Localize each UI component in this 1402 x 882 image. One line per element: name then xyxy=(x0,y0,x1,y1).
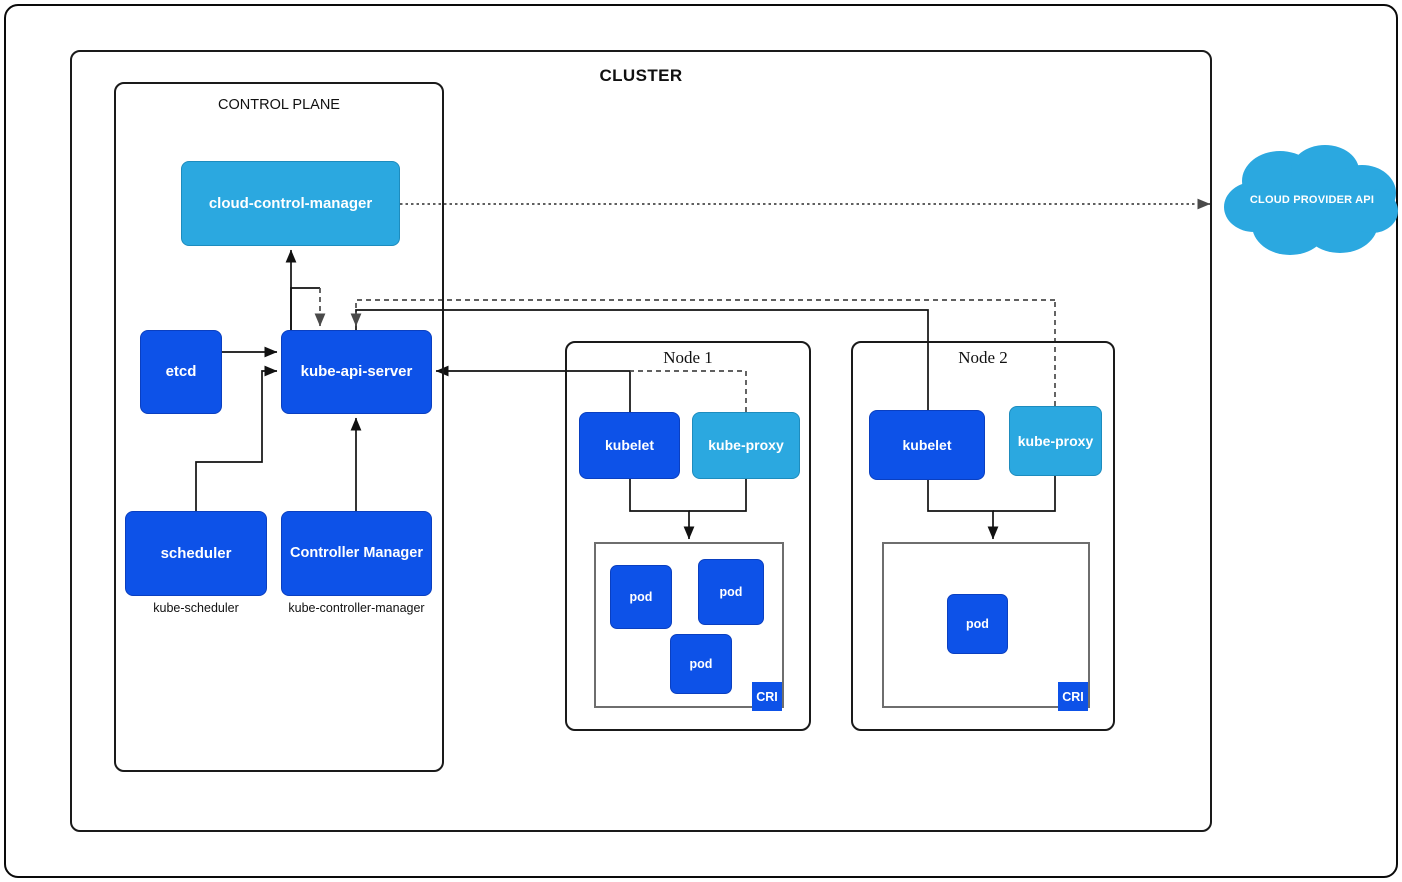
node-2-cri-boundary xyxy=(882,542,1090,708)
control-plane-title: CONTROL PLANE xyxy=(218,97,340,113)
node-1-boundary xyxy=(565,341,811,731)
node-2-title: Node 2 xyxy=(958,348,1008,367)
controller-manager-caption: kube-controller-manager xyxy=(288,601,425,615)
node-1-pod-2[interactable]: pod xyxy=(698,559,764,625)
page-border xyxy=(4,4,1398,878)
control-plane-boundary xyxy=(114,82,444,772)
node-2-boundary xyxy=(851,341,1115,731)
node-2-kubelet-box[interactable]: kubelet xyxy=(869,410,985,480)
node-1-pod-1[interactable]: pod xyxy=(610,565,672,629)
cloud-control-manager-box[interactable]: cloud-control-manager xyxy=(181,161,400,246)
etcd-box[interactable]: etcd xyxy=(140,330,222,414)
cloud-provider-api-shape[interactable] xyxy=(1222,141,1402,263)
node-2-kube-proxy-box[interactable]: kube-proxy xyxy=(1009,406,1102,476)
scheduler-box[interactable]: scheduler xyxy=(125,511,267,596)
controller-manager-box[interactable]: Controller Manager xyxy=(281,511,432,596)
node-1-kube-proxy-box[interactable]: kube-proxy xyxy=(692,412,800,479)
node-1-kubelet-box[interactable]: kubelet xyxy=(579,412,680,479)
node-1-title: Node 1 xyxy=(663,348,713,367)
node-2-cri-badge: CRI xyxy=(1058,682,1088,711)
node-1-cri-badge: CRI xyxy=(752,682,782,711)
kube-api-server-box[interactable]: kube-api-server xyxy=(281,330,432,414)
cluster-boundary xyxy=(70,50,1212,832)
cluster-title: CLUSTER xyxy=(599,66,683,85)
scheduler-caption: kube-scheduler xyxy=(153,601,239,615)
node-1-pod-3[interactable]: pod xyxy=(670,634,732,694)
cloud-provider-api-label: CLOUD PROVIDER API xyxy=(1249,194,1375,206)
node-1-cri-boundary xyxy=(594,542,784,708)
node-2-pod-1[interactable]: pod xyxy=(947,594,1008,654)
